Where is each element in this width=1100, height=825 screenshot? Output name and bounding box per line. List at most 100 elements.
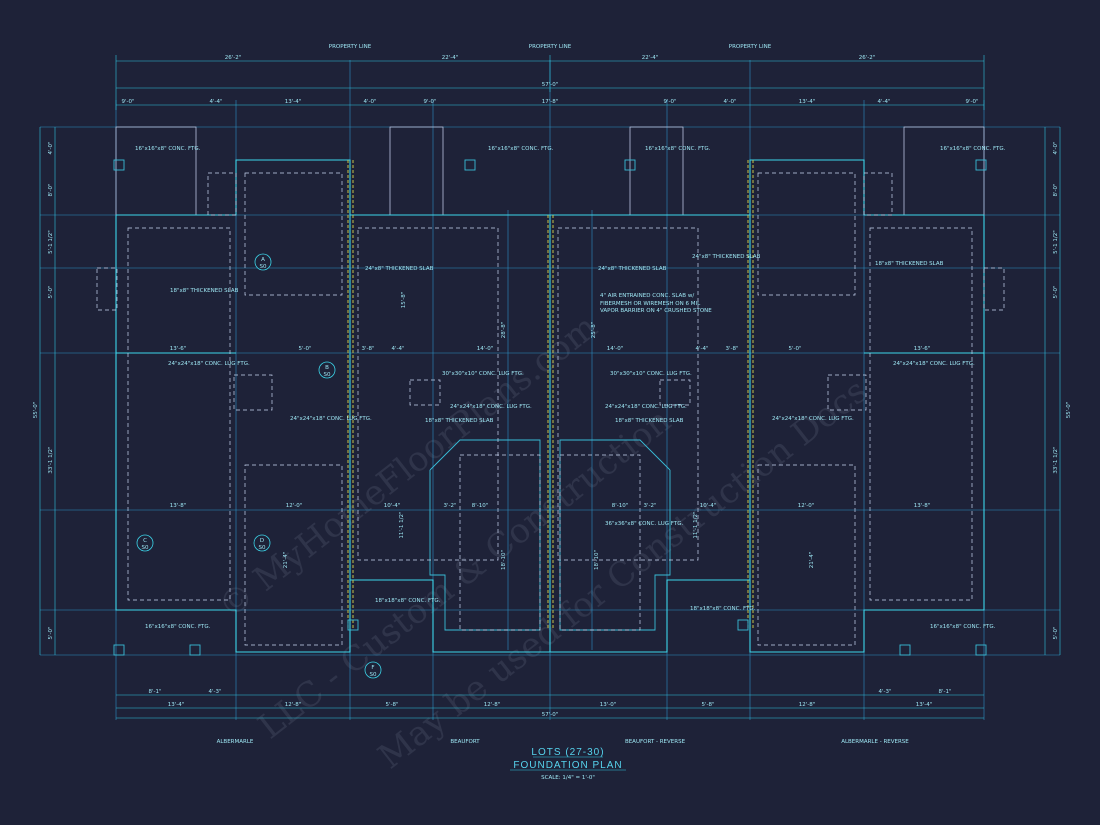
note-ftg-2: 16"x16"x8" CONC. FTG. — [488, 146, 554, 152]
watermark-line-1: © MyHomeFloorPlans.com — [211, 307, 605, 627]
dim-inner-10: 5'-0" — [788, 346, 801, 352]
dim-inner-18: 3'-2" — [643, 503, 656, 509]
dim-right-5: 33'-1 1/2" — [1053, 446, 1059, 473]
dim-bot-r1-3: 4'-3" — [878, 689, 891, 695]
footings — [113, 159, 987, 656]
title-scale: SCALE: 1/4" = 1'-0" — [541, 775, 595, 781]
title-lots: LOTS (27-30) — [531, 747, 604, 758]
dim-inner-12: 3'-8" — [725, 346, 738, 352]
dim-inner-3: 13'-8" — [170, 503, 187, 509]
dim-bot-overall: 57'-0" — [542, 712, 559, 718]
unit-label-3: BEAUFORT - REVERSE — [625, 739, 686, 745]
dim-inner-8: 14'-0" — [607, 346, 624, 352]
section-mark-c: C — [143, 538, 147, 544]
dim-bot-r2-3: 5'-8" — [385, 702, 398, 708]
dim-top-r2-5: 9'-0" — [423, 99, 436, 105]
interior-dimensions: 13'-6" 13'-6" 13'-8" 13'-8" 10'-4" 10'-4… — [170, 292, 931, 570]
note-slab-5: 24"x8" THICKENED SLAB — [692, 254, 761, 260]
dim-bot-r2-4: 12'-8" — [484, 702, 501, 708]
note-slab-3: 24"x8" THICKENED SLAB — [365, 266, 434, 272]
dim-inner-16: 8'-10" — [612, 503, 629, 509]
foundation-walls — [96, 126, 1005, 653]
dim-top-1: 26'-2" — [225, 55, 242, 61]
unit-label-1: ALBERMARLE — [217, 739, 254, 745]
note-lug-1: 24"x24"x18" CONC. LUG FTG. — [168, 361, 250, 367]
dim-bot-r2-8: 13'-4" — [916, 702, 933, 708]
section-mark-a: A — [261, 257, 265, 263]
dim-bot-r1-1: 8'-1" — [148, 689, 161, 695]
note-ftg-6: 16"x16"x8" CONC. FTG. — [930, 624, 996, 630]
dim-inner-2: 13'-6" — [914, 346, 931, 352]
note-ftg-1: 16"x16"x8" CONC. FTG. — [135, 146, 201, 152]
dim-right-6: 55'-0" — [1066, 402, 1072, 419]
dim-inner-26: 15'-8" — [401, 292, 407, 309]
dim-inner-25: 18'-10" — [594, 550, 600, 570]
dim-top-r2-8: 4'-0" — [723, 99, 736, 105]
dim-inner-7: 14'-0" — [477, 346, 494, 352]
dim-top-overall: 57'-0" — [542, 82, 559, 88]
note-lug-6: 24"x24"x18" CONC. LUG FTG. — [893, 361, 975, 367]
property-line-label-2: PROPERTY LINE — [529, 44, 572, 50]
dim-inner-5: 10'-4" — [384, 503, 401, 509]
dim-inner-28: 11'-1 1/2" — [399, 511, 405, 538]
note-ftg-7: 18"x18"x8" CONC. FTG. — [375, 598, 441, 604]
dim-bot-r2-2: 12'-8" — [285, 702, 302, 708]
bottom-dimensions: 8'-1" 4'-3" 4'-3" 8'-1" 13'-4" 12'-8" 5'… — [116, 689, 984, 719]
section-mark-c-sheet: S0 — [142, 545, 149, 551]
section-mark-a-sheet: S0 — [260, 264, 267, 270]
unit-label-2: BEAUFORT — [450, 739, 480, 745]
slab-note: 4" AIR ENTRAINED CONC. SLAB w/ FIBERMESH… — [600, 293, 712, 314]
note-slab-6: 18"x8" THICKENED SLAB — [425, 418, 494, 424]
property-line-label-1: PROPERTY LINE — [329, 44, 372, 50]
dim-left-4: 5'-0" — [48, 285, 54, 298]
note-lug-7: 30"x30"x10" CONC. LUG FTG. — [442, 371, 524, 377]
note-slab-1: 18"x8" THICKENED SLAB — [170, 288, 239, 294]
dim-bot-r1-2: 4'-3" — [208, 689, 221, 695]
dim-top-4: 26'-2" — [859, 55, 876, 61]
dim-bot-r2-5: 13'-0" — [600, 702, 617, 708]
dim-inner-17: 3'-2" — [443, 503, 456, 509]
dim-inner-13: 4'-4" — [391, 346, 404, 352]
dim-inner-15: 8'-10" — [472, 503, 489, 509]
dim-inner-19: 12'-0" — [286, 503, 303, 509]
note-ftg-3: 16"x16"x8" CONC. FTG. — [645, 146, 711, 152]
dim-left-7: 5'-0" — [48, 626, 54, 639]
dim-inner-24: 18'-10" — [501, 550, 507, 570]
title-main: FOUNDATION PLAN — [513, 760, 622, 771]
dim-top-r2-1: 9'-0" — [121, 99, 134, 105]
dim-right-3: 5'-1 1/2" — [1053, 230, 1059, 254]
section-mark-b-sheet: S0 — [324, 372, 331, 378]
dim-left-5: 33'-1 1/2" — [48, 446, 54, 473]
unit-labels: ALBERMARLE BEAUFORT BEAUFORT - REVERSE A… — [217, 739, 910, 745]
watermark: © MyHomeFloorPlans.com LLC - Custom & Co… — [211, 307, 875, 777]
note-lug-4: 24"x24"x18" CONC. LUG FTG. — [605, 404, 687, 410]
note-lug-2: 24"x24"x18" CONC. LUG FTG. — [290, 416, 372, 422]
dim-inner-27: 25'-8" — [591, 322, 597, 339]
note-slab-7: 18"x8" THICKENED SLAB — [615, 418, 684, 424]
note-lug-5: 24"x24"x18" CONC. LUG FTG. — [772, 416, 854, 422]
side-dimensions: 4'-0" 8'-0" 5'-1 1/2" 5'-0" 33'-1 1/2" 5… — [33, 127, 1072, 655]
dim-top-r2-7: 9'-0" — [663, 99, 676, 105]
dim-left-3: 5'-1 1/2" — [48, 230, 54, 254]
dim-top-2: 22'-4" — [442, 55, 459, 61]
dim-inner-6: 10'-4" — [700, 503, 717, 509]
note-slab-4: 24"x8" THICKENED SLAB — [598, 266, 667, 272]
top-dimensions: 26'-2" 22'-4" 22'-4" 26'-2" 57'-0" 9'-0"… — [115, 44, 985, 110]
dim-inner-23: 21'-4" — [809, 552, 815, 569]
note-lug-8: 30"x30"x10" CONC. LUG FTG. — [610, 371, 692, 377]
section-mark-d-sheet: S0 — [259, 545, 266, 551]
note-ftg-8: 18"x18"x8" CONC. FTG. — [690, 606, 756, 612]
dim-top-r2-2: 4'-4" — [209, 99, 222, 105]
dim-left-6: 55'-0" — [33, 402, 39, 419]
dim-right-4: 5'-0" — [1053, 285, 1059, 298]
dim-bot-r2-7: 12'-8" — [799, 702, 816, 708]
dim-left-1: 4'-0" — [48, 141, 54, 154]
section-mark-f-sheet: S0 — [370, 672, 377, 678]
dim-top-r2-3: 13'-4" — [285, 99, 302, 105]
dim-top-r2-10: 4'-4" — [877, 99, 890, 105]
dim-inner-21: 28'-8" — [501, 322, 507, 339]
dim-bot-r2-1: 13'-4" — [168, 702, 185, 708]
callout-notes: 16"x16"x8" CONC. FTG. 16"x16"x8" CONC. F… — [135, 146, 1006, 630]
dim-right-2: 8'-0" — [1053, 183, 1059, 196]
